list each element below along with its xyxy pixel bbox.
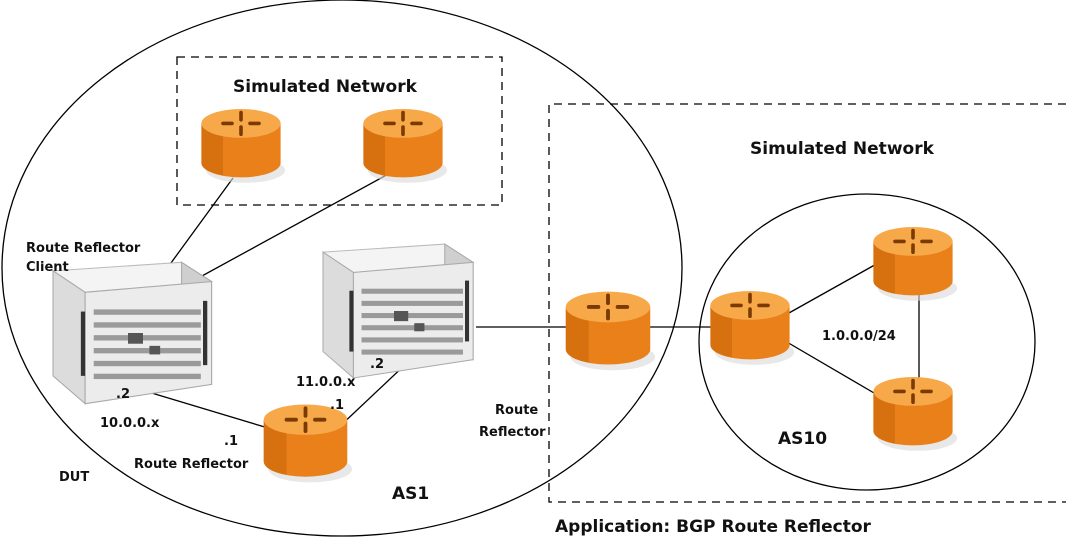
addr-2-mid-label: .2 xyxy=(370,357,384,372)
link-client-to-sim1 xyxy=(159,177,234,279)
subnet-11-label: 11.0.0.x xyxy=(296,375,356,390)
as1-boundary xyxy=(1,0,683,537)
link-as10-edge-to-top xyxy=(779,261,881,319)
dut-label: DUT xyxy=(59,470,89,485)
link-rr-router-to-rr xyxy=(337,361,409,429)
as10-top-router-icon xyxy=(871,225,958,303)
simulated-network-label-left: Simulated Network xyxy=(233,77,418,97)
as10-boundary xyxy=(698,193,1036,491)
route-reflector-client-chassis-icon xyxy=(52,261,213,405)
as10-bottom-router-icon xyxy=(871,375,958,453)
subnet-10-label: 10.0.0.x xyxy=(100,416,160,431)
rr-client-label-line2: Client xyxy=(26,260,69,275)
link-client-to-rr-router xyxy=(134,387,269,429)
link-client-to-sim2 xyxy=(179,171,393,289)
application-title: Application: BGP Route Reflector xyxy=(555,517,872,537)
addr-1-mid-label: .1 xyxy=(330,398,344,413)
addr-1-left-label: .1 xyxy=(224,434,238,449)
addr-2-left-label: .2 xyxy=(116,387,130,402)
as10-edge-router-icon xyxy=(708,289,795,367)
route-reflector-label-line1: Route xyxy=(495,403,538,418)
as10-label: AS10 xyxy=(778,429,827,449)
border-router-icon xyxy=(563,289,656,373)
route-reflector-router-icon xyxy=(261,402,353,485)
simulated-network-box-left xyxy=(176,56,503,206)
sim-router-2-icon xyxy=(361,107,448,185)
as1-label: AS1 xyxy=(392,484,429,504)
rr-client-label-line1: Route Reflector xyxy=(26,241,141,256)
prefix-label: 1.0.0.0/24 xyxy=(822,329,896,344)
route-reflector-bottom-label: Route Reflector xyxy=(134,457,249,472)
route-reflector-chassis-icon xyxy=(322,243,474,379)
route-reflector-label-line2: Reflector xyxy=(479,425,546,440)
simulated-network-label-right: Simulated Network xyxy=(750,139,935,159)
sim-router-1-icon xyxy=(199,107,286,185)
link-as10-edge-to-bottom xyxy=(779,337,887,401)
simulated-network-box-right xyxy=(548,103,1066,503)
